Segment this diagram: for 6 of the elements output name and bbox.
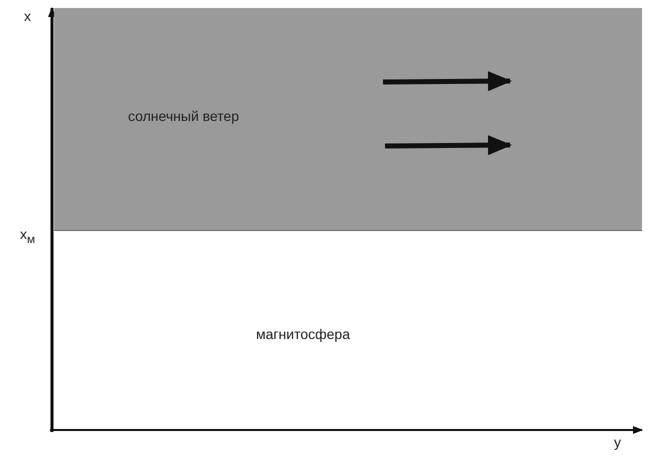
region-label: магнитосфера: [256, 326, 350, 342]
region-label: солнечный ветер: [128, 108, 240, 124]
axis-label: x$_{м}$: [20, 226, 36, 246]
solar-wind-region: [54, 8, 642, 231]
axis-label: y: [614, 434, 621, 450]
axis-label: x: [24, 8, 31, 24]
